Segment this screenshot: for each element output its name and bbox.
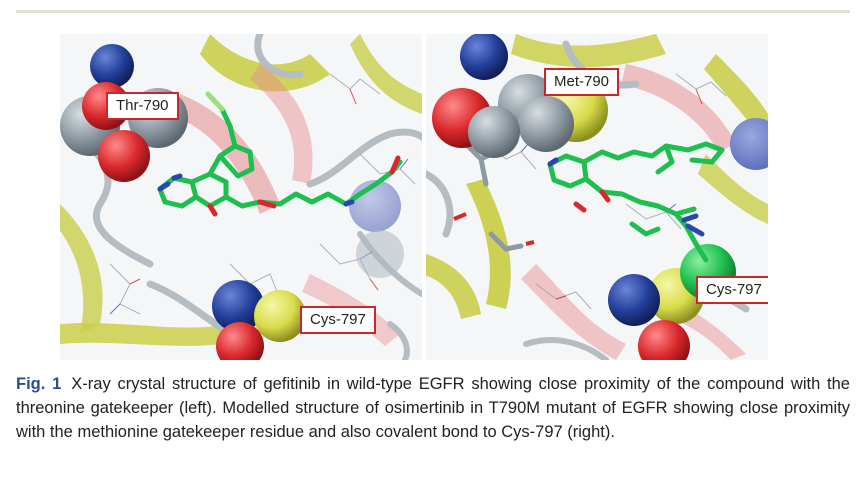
label-thr-790: Thr-790 <box>106 92 179 120</box>
top-rule <box>16 10 850 13</box>
figure-caption-text: X-ray crystal structure of gefitinib in … <box>16 375 850 441</box>
right-structure-image <box>426 34 768 360</box>
left-structure-panel: Thr-790 Cys-797 <box>60 34 422 360</box>
figure-label: Fig. 1 <box>16 375 62 393</box>
right-structure-panel: Met-790 Cys-797 <box>426 34 768 360</box>
label-met-790: Met-790 <box>544 68 620 96</box>
label-cys-797-left: Cys-797 <box>300 306 376 334</box>
label-cys-797-right: Cys-797 <box>696 276 768 304</box>
